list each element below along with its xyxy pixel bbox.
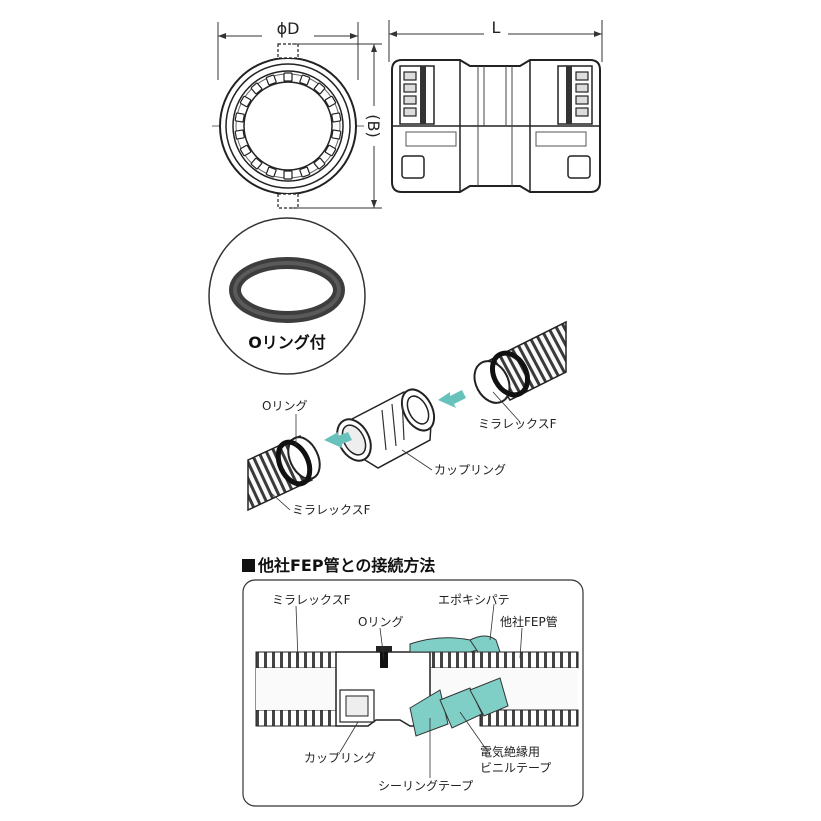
label-vinyl-tape-2: ビニルテープ	[480, 761, 551, 775]
label-vinyl-tape-1: 電気絶縁用	[480, 744, 540, 759]
tube-left	[247, 434, 321, 512]
label-fep: 他社FEP管	[500, 614, 558, 629]
arrow-right-icon	[438, 390, 466, 408]
section-title: 他社FEP管との接続方法	[242, 552, 435, 576]
front-view: ϕD	[212, 19, 384, 209]
assembly-illustration: Oリング ミラレックスF カップリング ミラレックスF	[247, 320, 567, 517]
section-title-text: 他社FEP管との接続方法	[258, 556, 436, 575]
square-bullet-icon	[242, 559, 255, 572]
dim-length: L	[492, 18, 501, 37]
side-view: L	[388, 18, 603, 193]
dim-diameter: ϕD	[277, 19, 300, 38]
label-section-coupling: カップリング	[304, 751, 376, 765]
label-section-oring: Oリング	[358, 615, 403, 629]
label-tube-left: ミラレックスF	[292, 503, 371, 517]
oring-callout-label: Oリング付	[248, 333, 326, 352]
label-mirarex: ミラレックスF	[272, 593, 351, 607]
arrow-left-icon	[324, 432, 352, 448]
label-tube-right: ミラレックスF	[478, 417, 557, 431]
connection-section: ミラレックスF Oリング エポキシパテ 他社FEP管 カップリング 電気絶縁用 …	[242, 579, 584, 807]
dim-height: (B)	[364, 114, 383, 137]
label-sealing-tape: シーリングテープ	[378, 779, 473, 793]
tube-right	[473, 320, 567, 404]
label-oring: Oリング	[262, 399, 307, 413]
label-epoxy: エポキシパテ	[438, 593, 510, 607]
label-coupling: カップリング	[434, 463, 506, 477]
coupling	[336, 388, 436, 469]
oring-callout: Oリング付	[208, 217, 366, 375]
